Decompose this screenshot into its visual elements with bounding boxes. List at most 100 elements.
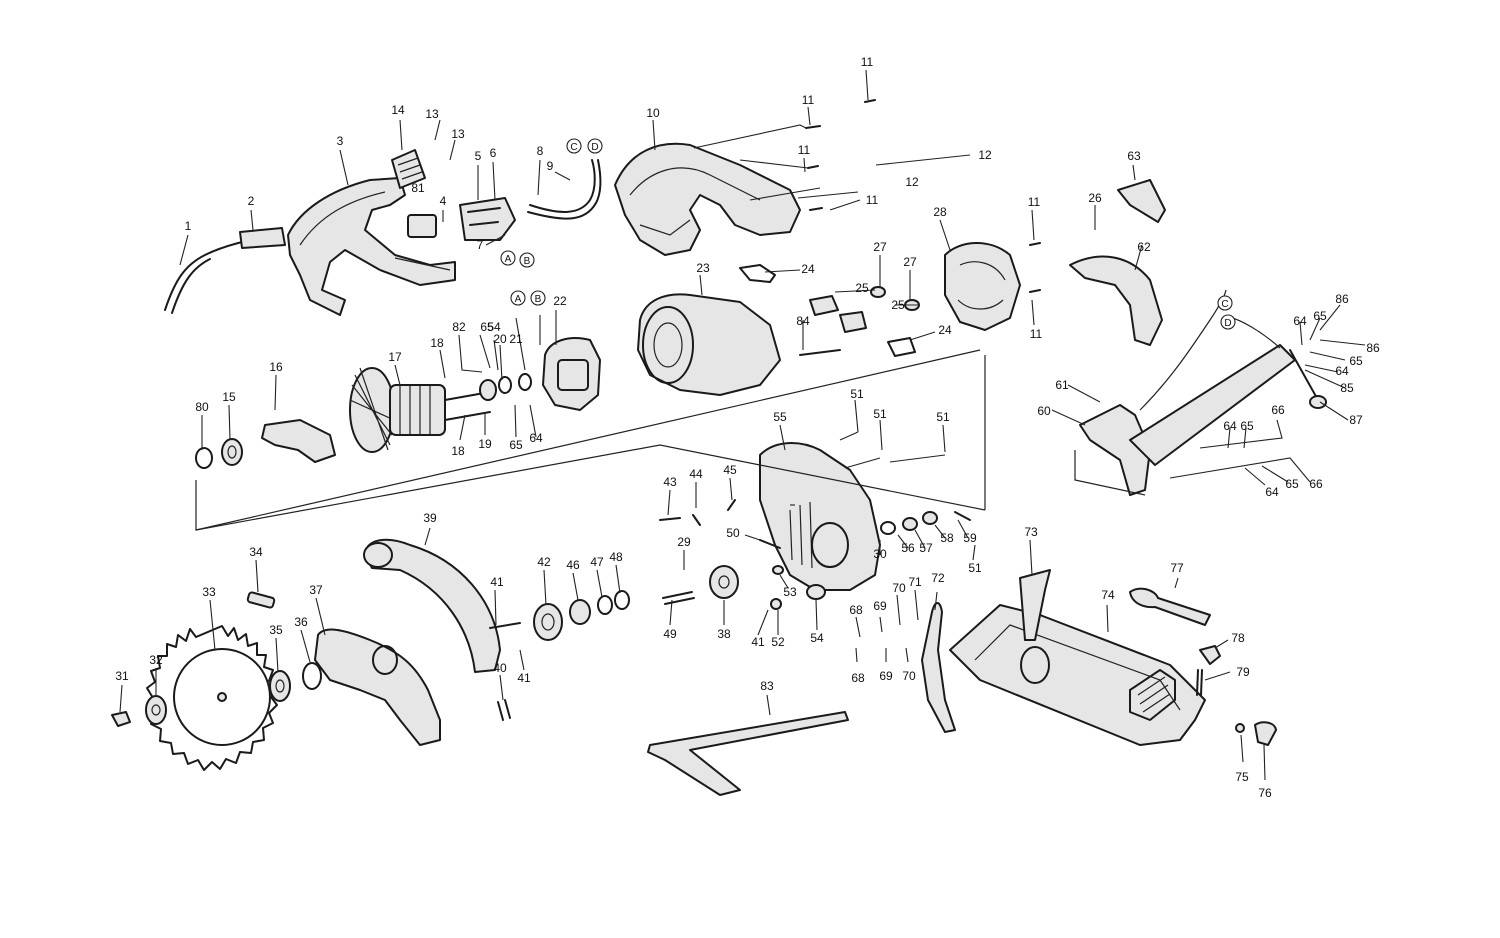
callout-41: 41 xyxy=(751,635,765,649)
callout-23: 23 xyxy=(696,261,710,275)
callout-28: 28 xyxy=(933,205,947,219)
callout-21: 21 xyxy=(509,332,523,346)
callout-7: 7 xyxy=(477,238,484,252)
callout-59: 59 xyxy=(963,531,977,545)
callout-50: 50 xyxy=(726,526,740,540)
callout-70: 70 xyxy=(902,669,916,683)
motor-housing xyxy=(637,293,781,396)
wire-lead xyxy=(529,159,596,213)
callout-66: 66 xyxy=(1271,403,1285,417)
callout-75: 75 xyxy=(1235,770,1249,784)
callout-24: 24 xyxy=(801,262,815,276)
callout-62: 62 xyxy=(1137,240,1151,254)
callout-27: 27 xyxy=(873,240,887,254)
callout-74: 74 xyxy=(1101,588,1115,602)
callout-47: 47 xyxy=(590,555,604,569)
callout-40: 40 xyxy=(493,661,507,675)
callout-73: 73 xyxy=(1024,525,1038,539)
field-coil xyxy=(542,337,601,411)
callout-13: 13 xyxy=(425,107,439,121)
retaining-ring xyxy=(195,447,213,469)
callout-17: 17 xyxy=(388,350,402,364)
callout-18: 18 xyxy=(451,444,465,458)
callout-57: 57 xyxy=(919,541,933,555)
lower-blade-guard xyxy=(314,628,441,746)
gear-housing xyxy=(759,442,881,591)
callout-33: 33 xyxy=(202,585,216,599)
handle-housing xyxy=(287,177,456,316)
callout-8: 8 xyxy=(537,144,544,158)
rip-fence xyxy=(647,711,849,796)
callout-55: 55 xyxy=(773,410,787,424)
callout-70: 70 xyxy=(892,581,906,595)
callout-44: 44 xyxy=(689,467,703,481)
callout-69: 69 xyxy=(873,599,887,613)
callout-29: 29 xyxy=(677,535,691,549)
switch xyxy=(407,214,437,238)
callout-80: 80 xyxy=(195,400,209,414)
callout-69: 69 xyxy=(879,669,893,683)
depth-knob xyxy=(1254,721,1277,746)
callout-53: 53 xyxy=(783,585,797,599)
callout-56: 56 xyxy=(901,541,915,555)
callout-36: 36 xyxy=(294,615,308,629)
callout-86: 86 xyxy=(1335,292,1349,306)
callout-64: 64 xyxy=(1265,485,1279,499)
callout-52: 52 xyxy=(771,635,785,649)
callout-11: 11 xyxy=(798,143,811,157)
callout-31: 31 xyxy=(115,669,129,683)
callout-27: 27 xyxy=(903,255,917,269)
fan-baffle xyxy=(261,419,336,463)
bevel-quadrant xyxy=(1019,569,1051,641)
marker-a: A xyxy=(505,254,512,265)
callout-68: 68 xyxy=(851,671,865,685)
bearing xyxy=(221,438,243,466)
callout-82: 82 xyxy=(452,320,466,334)
callout-6: 6 xyxy=(490,146,497,160)
spacer-ring xyxy=(302,662,322,690)
callout-41: 41 xyxy=(490,575,504,589)
callout-13: 13 xyxy=(451,127,465,141)
motor-housing-top xyxy=(614,142,801,256)
callout-46: 46 xyxy=(566,558,580,572)
callout-5: 5 xyxy=(475,149,482,163)
callout-14: 14 xyxy=(391,103,405,117)
callout-63: 63 xyxy=(1127,149,1141,163)
callout-11: 11 xyxy=(802,93,815,107)
callout-54: 54 xyxy=(487,320,501,334)
callout-15: 15 xyxy=(222,390,236,404)
callout-20: 20 xyxy=(493,332,507,346)
callout-12: 12 xyxy=(978,148,992,162)
callout-41: 41 xyxy=(517,671,531,685)
callout-65: 65 xyxy=(480,320,494,334)
callout-72: 72 xyxy=(931,571,945,585)
callout-65: 65 xyxy=(509,438,523,452)
leader-lines xyxy=(119,69,1366,781)
cord-strain-relief xyxy=(239,227,286,249)
riving-knife xyxy=(921,602,956,733)
guard-plate xyxy=(1117,179,1166,223)
marker-b: B xyxy=(524,256,531,267)
bevel-knob xyxy=(1199,645,1221,665)
callout-65: 65 xyxy=(1349,354,1363,368)
terminal-block xyxy=(459,197,516,241)
spindle-bearing xyxy=(533,603,563,641)
brush-holder xyxy=(809,295,839,316)
callout-4: 4 xyxy=(440,194,447,208)
inner-flange xyxy=(269,670,291,702)
callout-39: 39 xyxy=(423,511,437,525)
callout-71: 71 xyxy=(908,575,922,589)
connector-markers: A B C D A B C D xyxy=(500,138,1236,330)
callout-64: 64 xyxy=(1293,314,1307,328)
callout-51: 51 xyxy=(968,561,982,575)
callout-16: 16 xyxy=(269,360,283,374)
callout-11: 11 xyxy=(866,193,879,207)
callout-12: 12 xyxy=(905,175,919,189)
parts-drawings xyxy=(111,99,1327,796)
callout-48: 48 xyxy=(609,550,623,564)
callout-51: 51 xyxy=(850,387,864,401)
armature-core xyxy=(389,384,446,436)
marker-b: B xyxy=(535,294,542,305)
outer-washer xyxy=(145,695,167,725)
brush-holder xyxy=(839,311,867,333)
